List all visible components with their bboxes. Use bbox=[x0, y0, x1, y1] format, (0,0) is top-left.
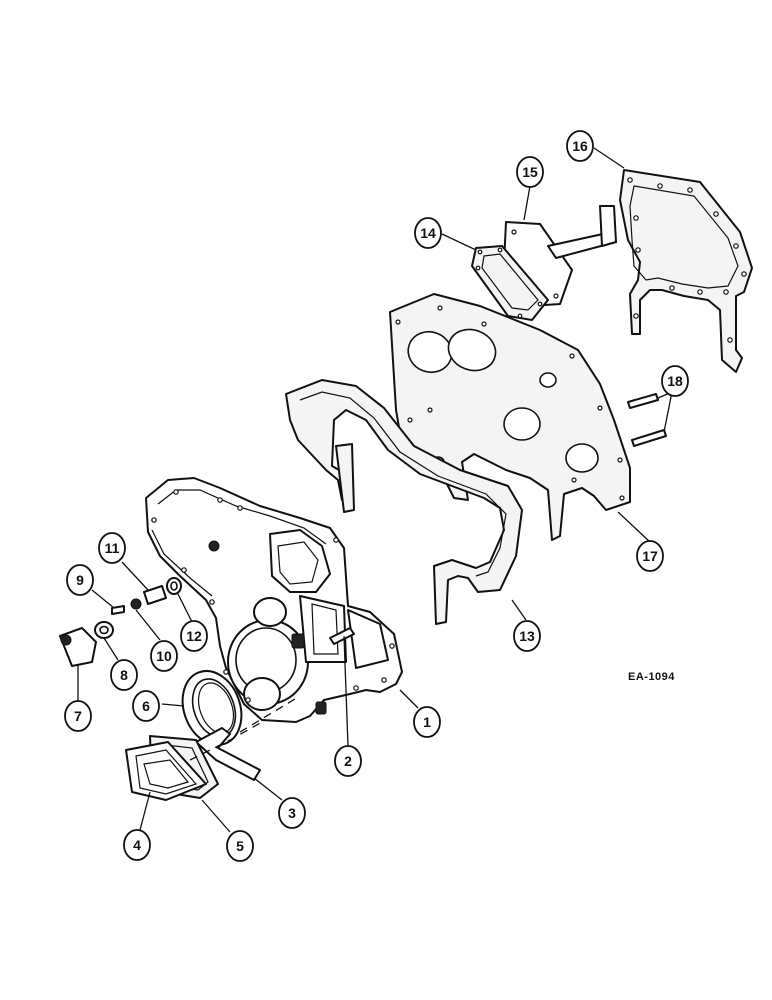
callout-9: 9 bbox=[66, 564, 94, 596]
leader-lines bbox=[77, 147, 673, 833]
part-14-gasket bbox=[471, 245, 549, 321]
callout-18: 18 bbox=[661, 365, 689, 397]
callout-5-label: 5 bbox=[236, 838, 244, 854]
callout-13-label: 13 bbox=[519, 628, 535, 644]
part-3-bracket bbox=[195, 727, 261, 781]
callout-17: 17 bbox=[636, 540, 664, 572]
callout-14-label: 14 bbox=[420, 225, 436, 241]
part-16-gasket bbox=[619, 169, 753, 373]
callout-10: 10 bbox=[150, 640, 178, 672]
part-8-nut bbox=[94, 621, 114, 639]
callout-7-label: 7 bbox=[74, 708, 82, 724]
callout-10-label: 10 bbox=[156, 648, 172, 664]
callout-8: 8 bbox=[110, 659, 138, 691]
callout-6-label: 6 bbox=[142, 698, 150, 714]
part-18-dowel-pins bbox=[627, 393, 667, 447]
callout-15-label: 15 bbox=[522, 164, 538, 180]
part-1-gear-cover bbox=[145, 477, 403, 723]
callout-12: 12 bbox=[180, 620, 208, 652]
callout-11: 11 bbox=[98, 532, 126, 564]
callout-4-label: 4 bbox=[133, 837, 141, 853]
callout-18-label: 18 bbox=[667, 373, 683, 389]
part-9-pin bbox=[111, 605, 125, 615]
assembly-lines bbox=[189, 695, 301, 761]
callout-11-label: 11 bbox=[105, 540, 120, 556]
callout-6: 6 bbox=[132, 690, 160, 722]
callout-8-label: 8 bbox=[120, 667, 128, 683]
part-10-washer bbox=[130, 598, 142, 610]
callout-1-label: 1 bbox=[423, 714, 431, 730]
part-13-gasket bbox=[285, 379, 523, 625]
part-2-stud bbox=[329, 627, 355, 645]
part-4-inspection-cover bbox=[125, 741, 207, 801]
part-12-seal-ring bbox=[166, 577, 182, 595]
callout-2: 2 bbox=[334, 745, 362, 777]
callout-12-label: 12 bbox=[186, 628, 202, 644]
part-6-oil-seal bbox=[181, 670, 243, 746]
callout-1: 1 bbox=[413, 706, 441, 738]
figure-reference: EA-1094 bbox=[628, 671, 675, 683]
callout-14: 14 bbox=[414, 217, 442, 249]
callout-16: 16 bbox=[566, 130, 594, 162]
callout-16-label: 16 bbox=[572, 138, 588, 154]
callout-4: 4 bbox=[123, 829, 151, 861]
callout-5: 5 bbox=[226, 830, 254, 862]
callout-13: 13 bbox=[513, 620, 541, 652]
callout-3-label: 3 bbox=[288, 805, 296, 821]
callout-15: 15 bbox=[516, 156, 544, 188]
callout-3: 3 bbox=[278, 797, 306, 829]
part-7-sender-unit bbox=[59, 627, 97, 667]
part-11-adapter bbox=[143, 585, 167, 605]
callout-9-label: 9 bbox=[76, 572, 84, 588]
callout-7: 7 bbox=[64, 700, 92, 732]
callout-2-label: 2 bbox=[344, 753, 352, 769]
callout-17-label: 17 bbox=[642, 548, 658, 564]
